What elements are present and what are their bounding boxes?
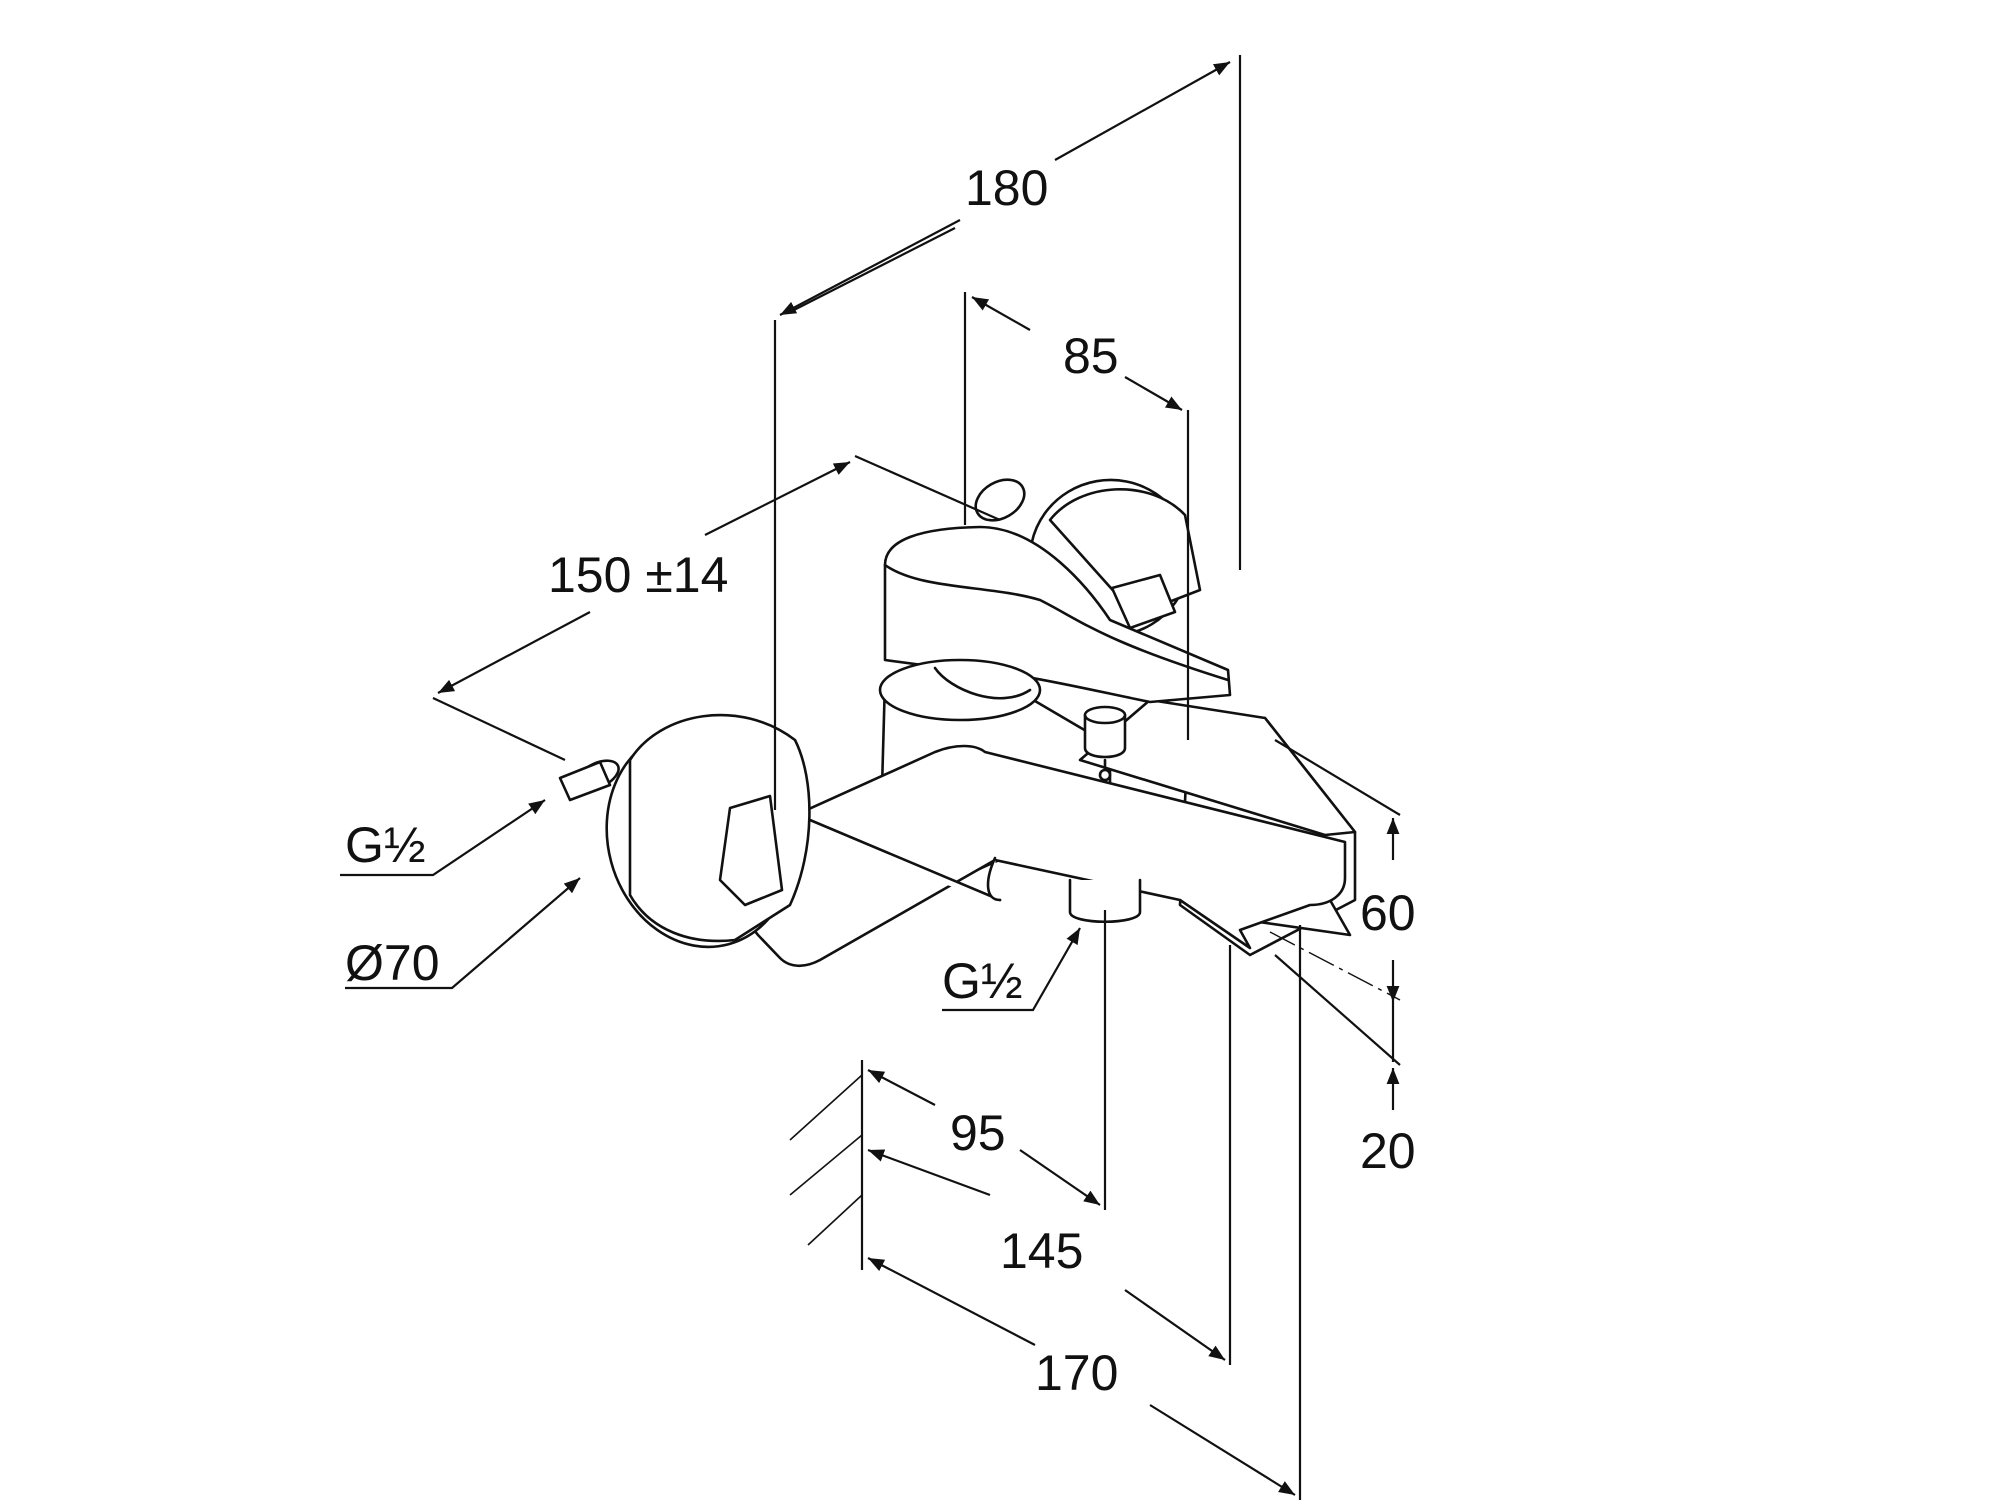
dim-label-g-outlet: G½	[942, 953, 1023, 1009]
front-connector-nut	[718, 794, 784, 907]
diverter-knob	[1083, 705, 1127, 782]
dim-label-20: 20	[1360, 1123, 1416, 1179]
dimension-labels: 180 85 150 ±14 G½ Ø70 G½ 60 20 95 145 17…	[345, 160, 1416, 1401]
dim-label-170: 170	[1035, 1345, 1118, 1401]
dim-label-diameter: Ø70	[345, 935, 440, 991]
dim-label-60: 60	[1360, 885, 1416, 941]
dimension-lines	[340, 55, 1401, 1500]
dim-label-95: 95	[950, 1105, 1006, 1161]
lever-handle	[878, 525, 1232, 722]
dim-label-g-inlet: G½	[345, 817, 426, 873]
dim-label-150: 150 ±14	[548, 547, 728, 603]
dim-label-85: 85	[1063, 328, 1119, 384]
wall-hatch	[789, 1060, 864, 1270]
dim-label-145: 145	[1000, 1223, 1083, 1279]
rear-connector-nut	[1110, 573, 1177, 630]
dim-label-180: 180	[965, 160, 1048, 216]
faucet-body	[558, 478, 1357, 968]
